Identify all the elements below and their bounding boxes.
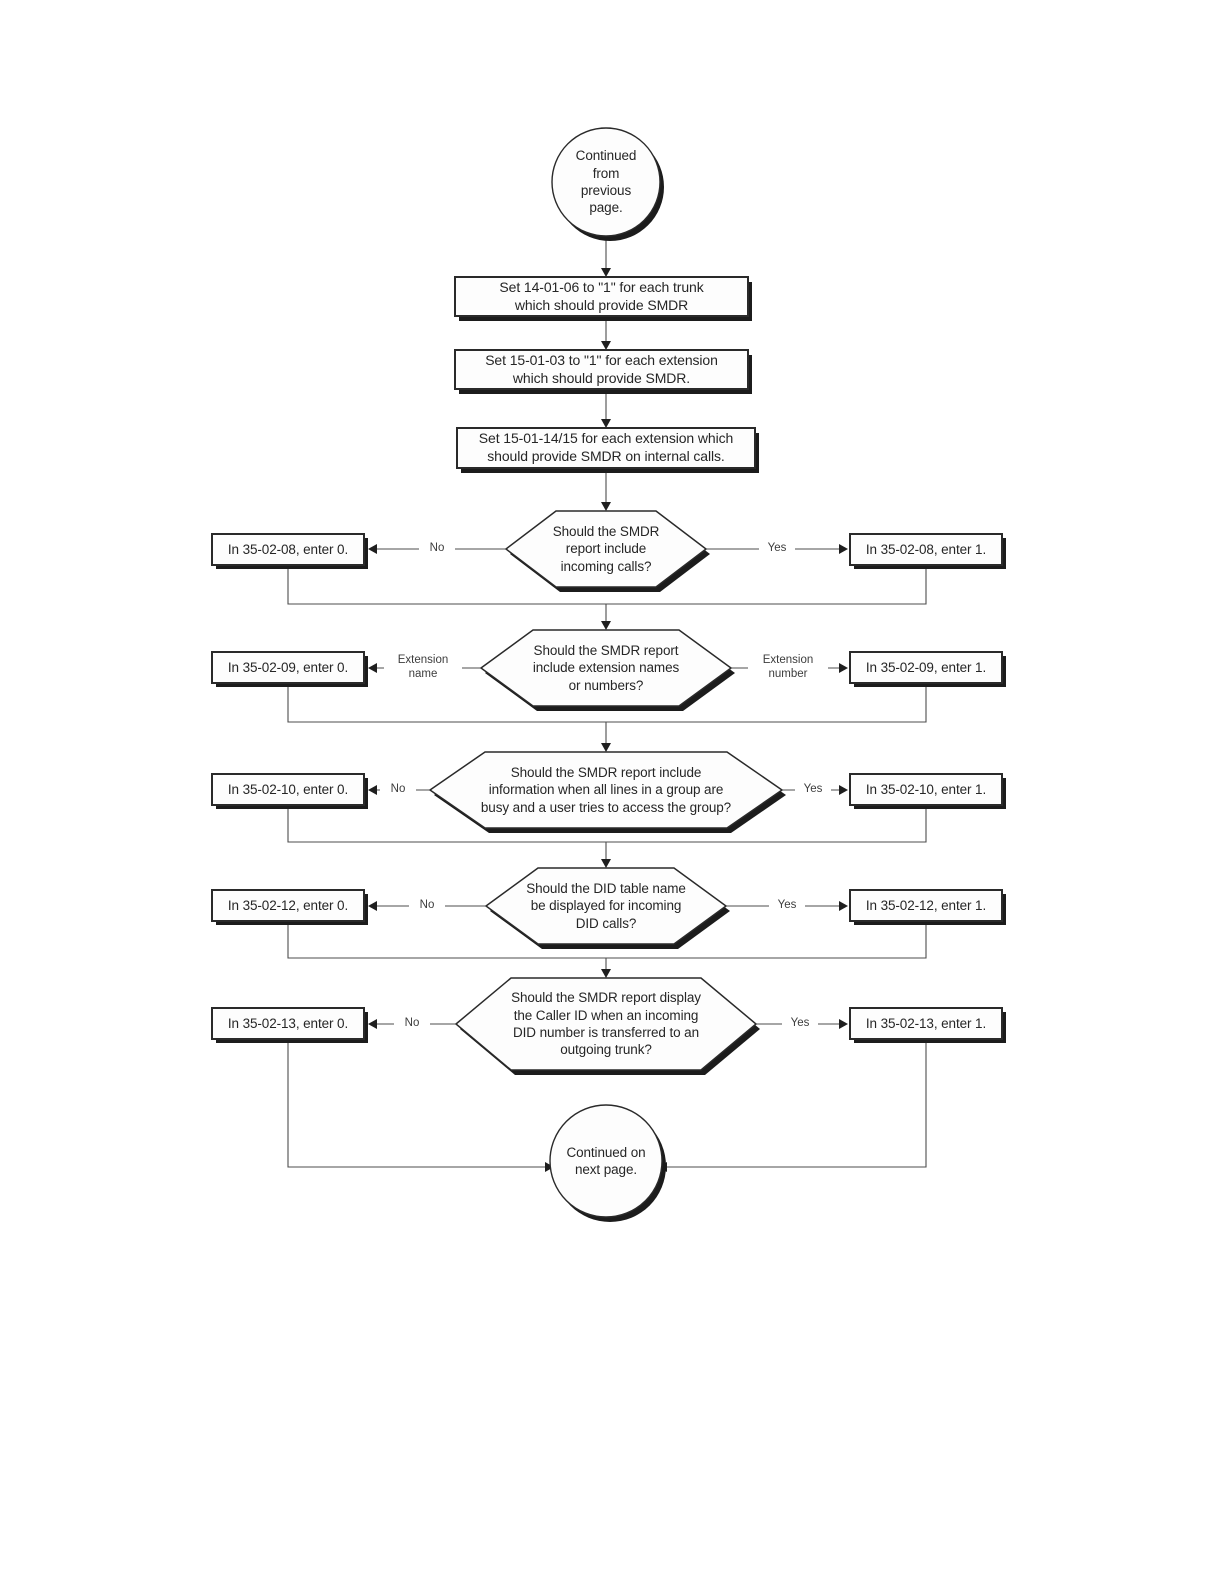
process-step2 xyxy=(454,349,749,390)
arrowhead-down xyxy=(601,502,611,511)
arrowhead-down xyxy=(601,621,611,630)
action-yes2 xyxy=(849,651,1003,684)
arrowhead-left xyxy=(368,663,377,673)
decision5-question: Should the SMDR report display the Calle… xyxy=(511,990,701,1058)
arrowhead-left xyxy=(368,901,377,911)
arrowhead-right xyxy=(839,544,848,554)
start-terminator xyxy=(551,127,661,237)
action-no4-label: In 35-02-12, enter 0. xyxy=(227,897,349,913)
edge-right-to-end xyxy=(662,1039,927,1168)
arrowhead-right xyxy=(839,1019,848,1029)
arrowhead-left xyxy=(368,544,377,554)
decision1-hexagon xyxy=(504,510,708,588)
action-no1 xyxy=(211,533,365,566)
arrowhead-right xyxy=(839,663,848,673)
action-yes3 xyxy=(849,773,1003,806)
action-yes4-label: In 35-02-12, enter 1. xyxy=(865,897,987,913)
decision5-hexagon xyxy=(454,977,758,1071)
process-step3 xyxy=(456,427,756,469)
merge-row3 xyxy=(287,805,927,843)
decision1-question: Should the SMDR report include incoming … xyxy=(552,524,660,574)
process-step3-label: Set 15-01-14/15 for each extension which… xyxy=(478,430,734,464)
arrowhead-right xyxy=(839,901,848,911)
decision2-hexagon xyxy=(479,629,733,707)
action-no5 xyxy=(211,1007,365,1040)
arrowhead-down xyxy=(601,419,611,428)
decision4-hexagon xyxy=(484,867,728,945)
action-yes2-label: In 35-02-09, enter 1. xyxy=(865,659,987,675)
arrowhead-into-end-left xyxy=(545,1162,554,1172)
action-yes1 xyxy=(849,533,1003,566)
action-no2 xyxy=(211,651,365,684)
arrowhead-left xyxy=(368,1019,377,1029)
action-no5-label: In 35-02-13, enter 0. xyxy=(227,1015,349,1031)
merge-row2 xyxy=(287,683,927,723)
process-step1 xyxy=(454,276,749,317)
action-no1-label: In 35-02-08, enter 0. xyxy=(227,541,349,557)
decision3-no-edge-label: No xyxy=(380,782,416,798)
start-terminator-label: Continued from previous page. xyxy=(575,148,637,216)
decision5-yes-edge-label: Yes xyxy=(782,1016,818,1032)
action-yes5-label: In 35-02-13, enter 1. xyxy=(865,1015,987,1031)
decision4-no-edge-label: No xyxy=(409,898,445,914)
decision4-question: Should the DID table name be displayed f… xyxy=(526,881,686,931)
arrowhead-down xyxy=(601,969,611,978)
decision4-yes-edge-label: Yes xyxy=(769,898,805,914)
merge-row4 xyxy=(287,921,927,959)
action-no3 xyxy=(211,773,365,806)
action-no4 xyxy=(211,889,365,922)
decision3-hexagon xyxy=(428,751,784,829)
action-no3-label: In 35-02-10, enter 0. xyxy=(227,781,349,797)
action-no2-label: In 35-02-09, enter 0. xyxy=(227,659,349,675)
decision3-yes-edge-label: Yes xyxy=(795,782,831,798)
arrowhead-right xyxy=(839,785,848,795)
action-yes1-label: In 35-02-08, enter 1. xyxy=(865,541,987,557)
end-terminator xyxy=(549,1104,663,1218)
edge-left-to-end xyxy=(287,1039,550,1168)
end-terminator-label: Continued on next page. xyxy=(566,1144,646,1177)
process-step2-label: Set 15-01-03 to "1" for each extension w… xyxy=(485,351,718,386)
decision3-question: Should the SMDR report include informati… xyxy=(480,765,732,815)
decision1-yes-edge-label: Yes xyxy=(759,541,795,557)
arrowhead-down xyxy=(601,268,611,277)
arrowhead-down xyxy=(601,859,611,868)
arrowhead-down xyxy=(601,341,611,350)
arrowheads xyxy=(368,268,848,1172)
process-step1-label: Set 14-01-06 to "1" for each trunk which… xyxy=(499,278,704,313)
decision2-yes-edge-label: Extension number xyxy=(748,652,828,684)
decision2-question: Should the SMDR report include extension… xyxy=(532,643,680,693)
decision5-no-edge-label: No xyxy=(394,1016,430,1032)
merge-row1 xyxy=(287,565,927,605)
decision2-no-edge-label: Extension name xyxy=(384,652,462,684)
action-yes4 xyxy=(849,889,1003,922)
decision1-no-edge-label: No xyxy=(419,541,455,557)
arrowhead-down xyxy=(601,743,611,752)
arrowhead-left xyxy=(368,785,377,795)
action-yes5 xyxy=(849,1007,1003,1040)
action-yes3-label: In 35-02-10, enter 1. xyxy=(865,781,987,797)
